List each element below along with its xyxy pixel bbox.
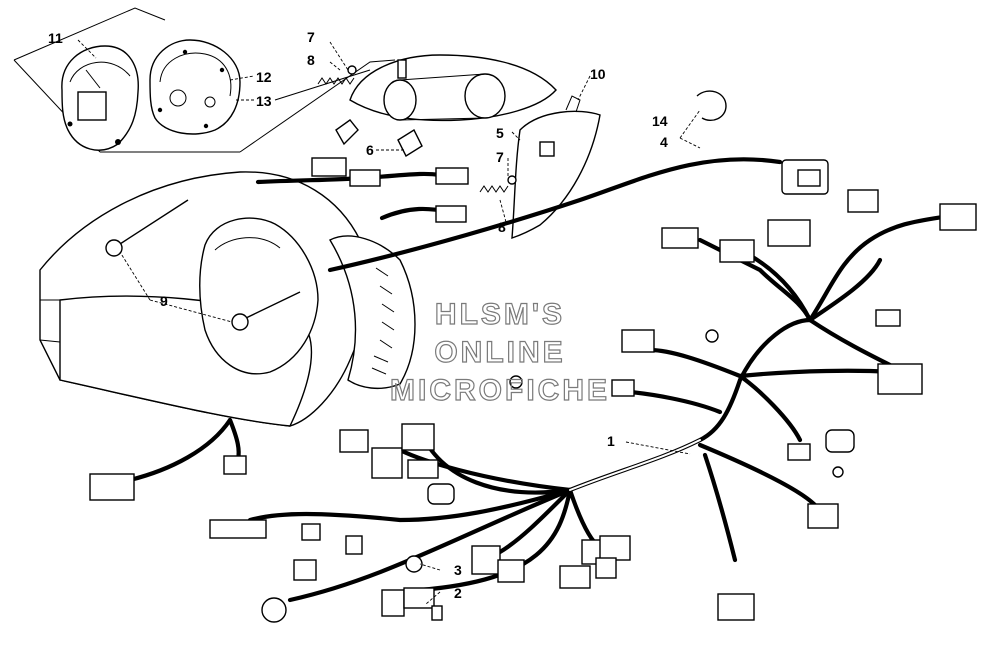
bolt-head-left — [105, 239, 123, 257]
connector-1f — [875, 309, 901, 327]
callout-1: 1 — [607, 433, 615, 449]
connector-4c — [435, 167, 469, 185]
cap-3 — [405, 555, 423, 573]
callout-7-top: 7 — [307, 29, 315, 45]
callout-9: 9 — [160, 293, 168, 309]
clamp-ring — [696, 90, 727, 122]
upper-cover-group — [239, 54, 557, 158]
dash-panel-group — [39, 171, 416, 427]
round-connector — [261, 597, 287, 623]
connector-2b — [371, 447, 403, 479]
callout-13: 13 — [256, 93, 272, 109]
connector-4a — [311, 157, 347, 177]
bracket — [293, 559, 317, 581]
instrument-cluster-group — [13, 7, 255, 153]
connector-2k — [471, 545, 501, 575]
connector-1a — [661, 227, 699, 249]
connector-4b — [349, 169, 381, 187]
watermark-line3: MICROFICHE — [390, 374, 610, 407]
callout-3: 3 — [454, 562, 462, 578]
connector-1g — [877, 363, 923, 395]
connector-2a — [339, 429, 369, 453]
connector-1b — [719, 239, 755, 263]
callout-14: 14 — [652, 113, 668, 129]
connector-2p — [595, 557, 617, 579]
connector-1l — [807, 503, 839, 529]
upper-cover — [349, 54, 557, 122]
callout-7-side: 7 — [496, 149, 504, 165]
connector-1d — [847, 189, 879, 213]
connector-2j — [381, 589, 405, 617]
connector-2h — [301, 523, 321, 541]
connector-2-part — [403, 587, 435, 609]
connector-2c — [401, 423, 435, 451]
callout-8-side: 8 — [498, 219, 506, 235]
bolt-head-right — [231, 313, 249, 331]
grommet-left — [335, 119, 359, 146]
callout-6: 6 — [366, 142, 374, 158]
connector-1m — [717, 593, 755, 621]
fuse — [431, 605, 443, 621]
connector-2i — [345, 535, 363, 555]
callout-2: 2 — [454, 585, 462, 601]
gauge-housing — [149, 39, 241, 135]
connector-2f — [89, 473, 135, 501]
connector-2g — [223, 455, 247, 475]
side-cover — [511, 110, 601, 239]
leader-lines — [77, 39, 701, 605]
connector-1i — [611, 379, 635, 397]
connector-1k — [787, 443, 811, 461]
connector-2n — [599, 535, 631, 561]
harness-1 — [89, 189, 977, 623]
callout-10: 10 — [590, 66, 606, 82]
harness-4 — [255, 90, 829, 273]
callout-5: 5 — [496, 125, 504, 141]
connector-2l — [497, 559, 525, 583]
connector-1j — [825, 429, 855, 453]
callout-labels: 1 2 3 4 5 6 7 7 8 8 9 10 11 12 13 14 — [48, 29, 668, 601]
watermark-line2: ONLINE — [434, 336, 565, 369]
callout-8-top: 8 — [307, 52, 315, 68]
callout-4: 4 — [660, 134, 668, 150]
connector-2o — [559, 565, 591, 589]
connector-1c — [767, 219, 811, 247]
gauge-opening — [199, 217, 319, 375]
connector-1e — [939, 203, 977, 231]
callout-12: 12 — [256, 69, 272, 85]
connector-2d — [427, 483, 455, 505]
watermark: HLSM'S ONLINE MICROFICHE — [389, 297, 610, 407]
side-cover-group — [479, 95, 601, 239]
connector-2e — [407, 459, 439, 479]
watermark-line1: HLSM'S — [435, 298, 565, 331]
callout-11: 11 — [48, 30, 63, 46]
connector-1h — [621, 329, 655, 353]
grommet-right — [397, 128, 423, 158]
resistor-block — [209, 519, 267, 539]
connector-4d — [435, 205, 467, 223]
